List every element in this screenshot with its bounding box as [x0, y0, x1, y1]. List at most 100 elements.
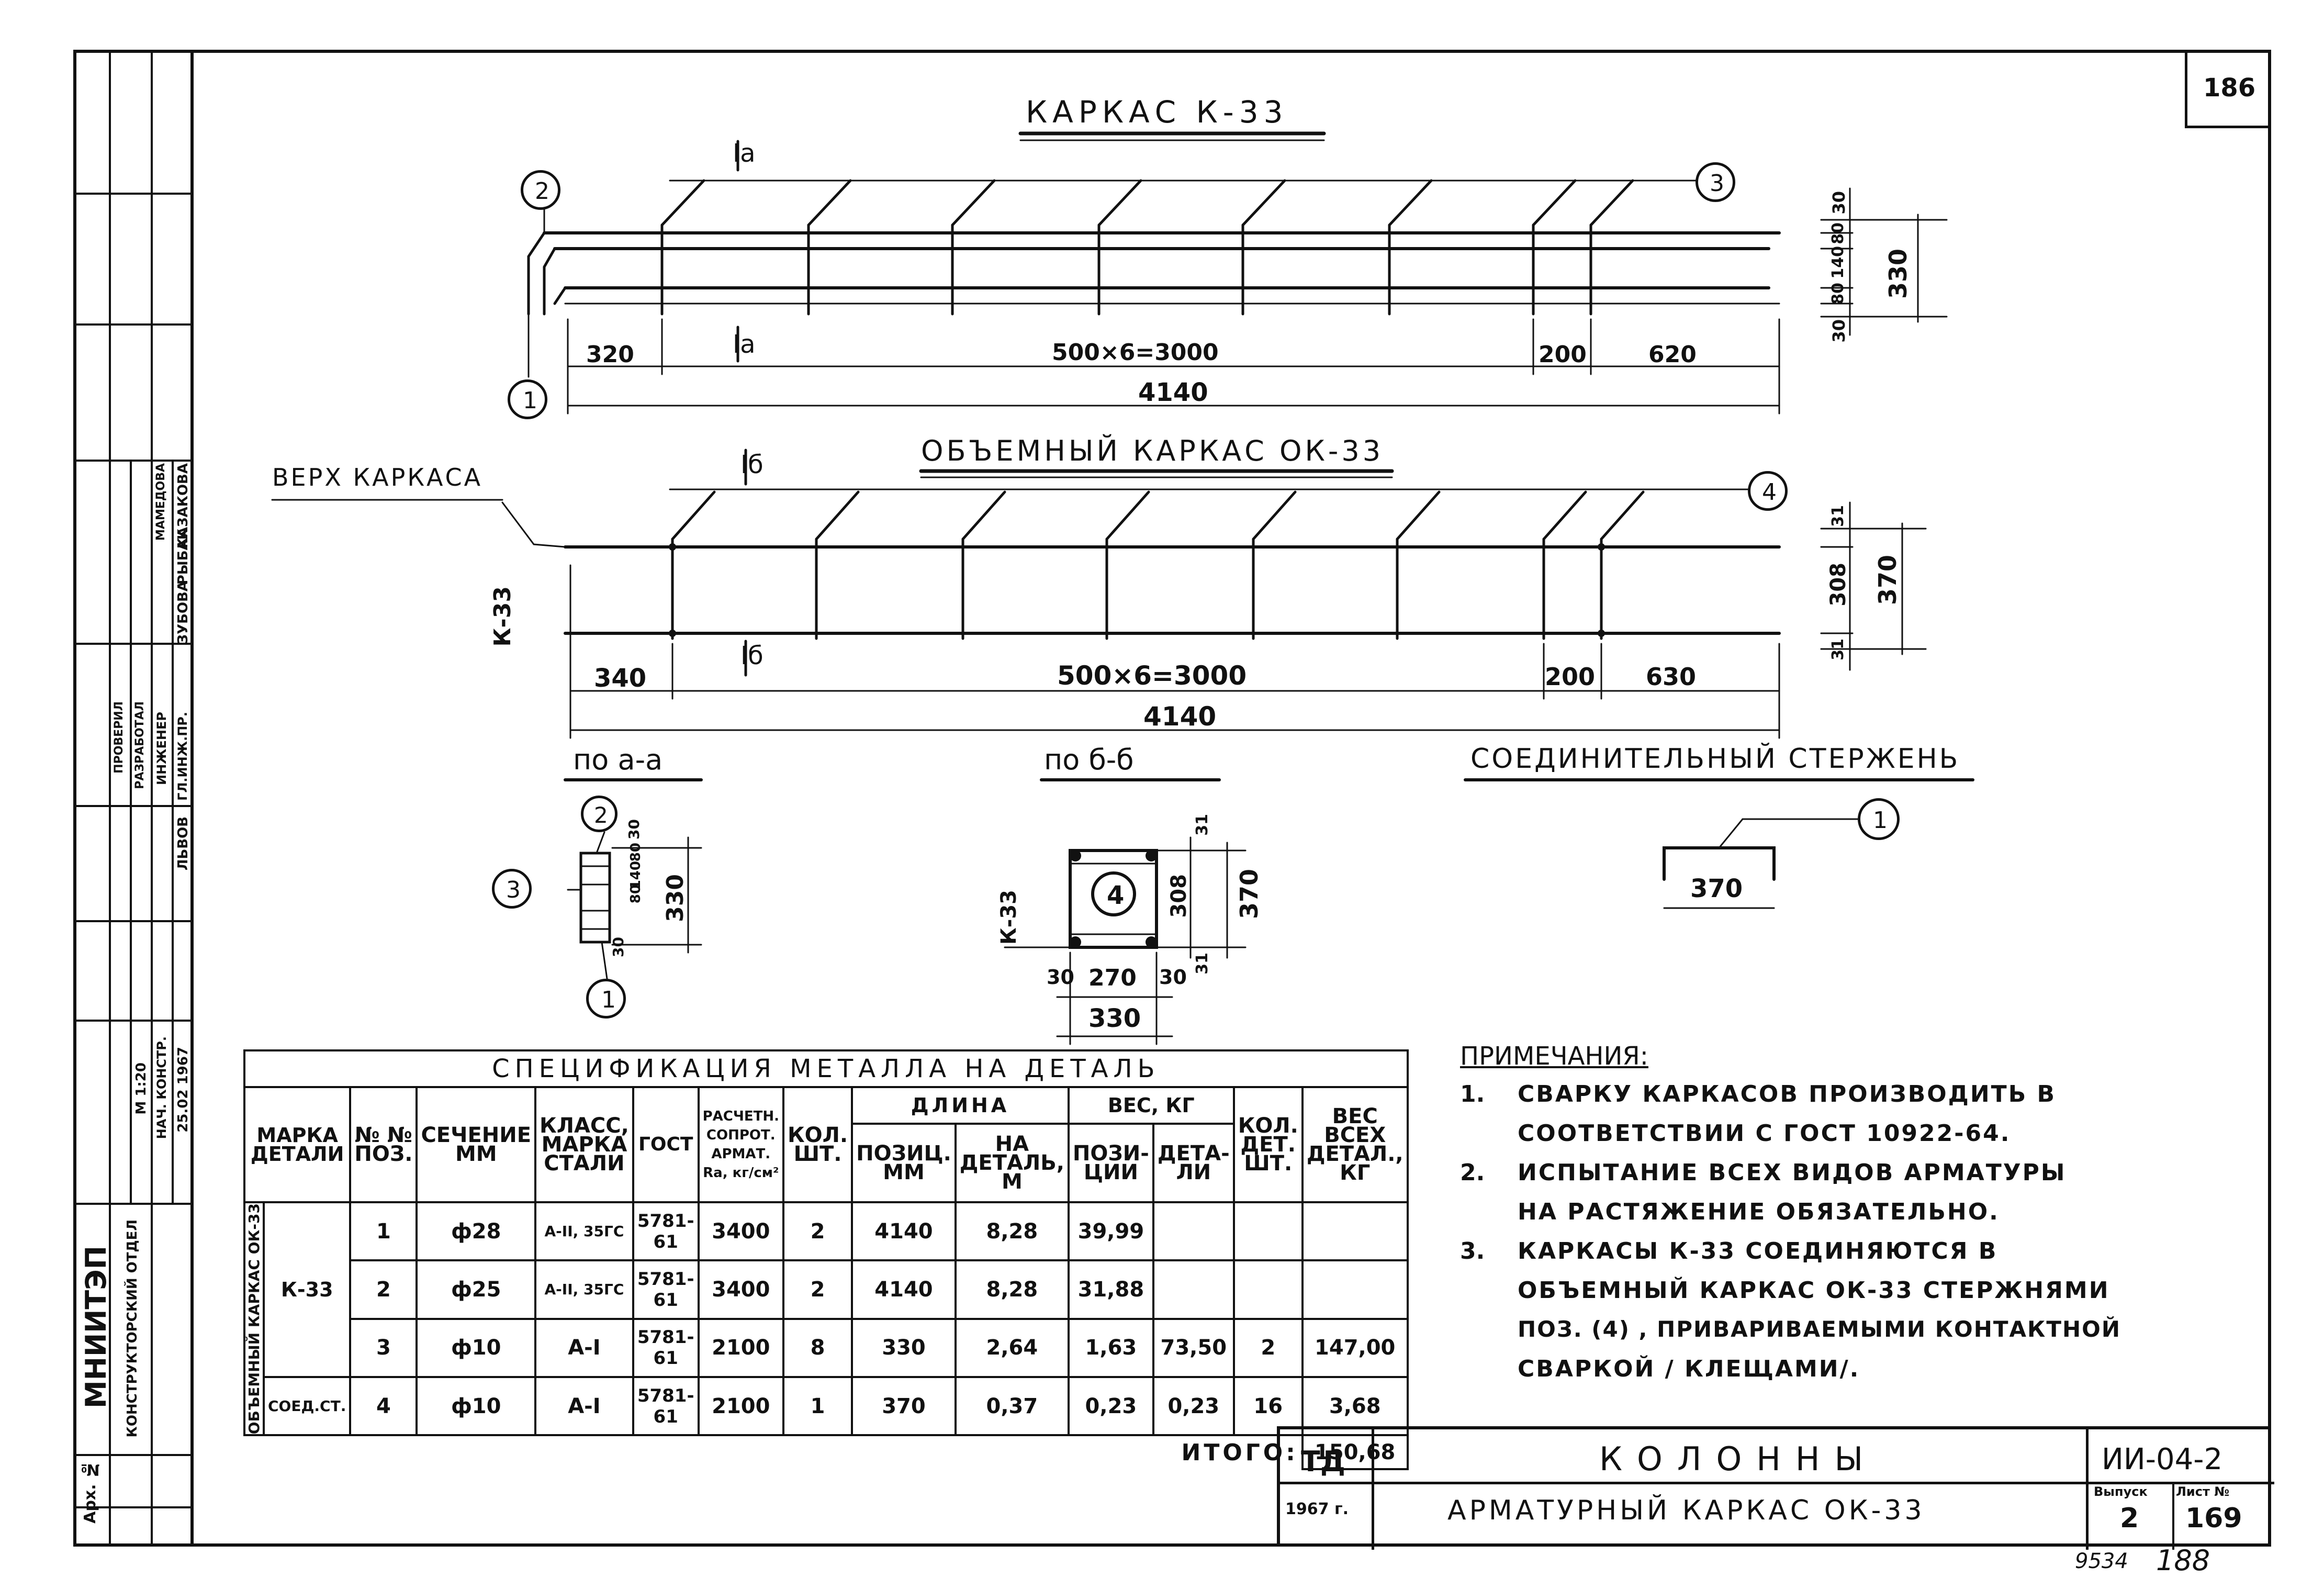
hdr-w-pos: ПОЗИ- ЦИИ: [1067, 1123, 1154, 1203]
rdim-80-b: 80: [1829, 283, 1847, 305]
tb-org: ТД: [1301, 1445, 1345, 1478]
rdim2-31-bottom: 31: [1829, 639, 1847, 661]
section-bb-title: по б-б: [1044, 743, 1134, 776]
hdr-gost: ГОСТ: [632, 1086, 700, 1203]
spec-table-title: СПЕЦИФИКАЦИЯ МЕТАЛЛА НА ДЕТАЛЬ: [243, 1049, 1409, 1088]
label-k33-side: К-33: [489, 586, 516, 647]
note-1-num: 1.: [1460, 1081, 1485, 1107]
group-label: ОБЪЕМНЫЙ КАРКАС ОК-33: [245, 1203, 263, 1435]
hdr-total: ВЕС ВСЕХ ДЕТАЛ., КГ: [1301, 1086, 1409, 1203]
spec-table: СПЕЦИФИКАЦИЯ МЕТАЛЛА НА ДЕТАЛЬ МАРКА ДЕТ…: [243, 1049, 1409, 1471]
left-margin-strip: [73, 50, 194, 1547]
dim2-340: 340: [594, 664, 647, 693]
page-number: 186: [2203, 73, 2256, 103]
dim2-630: 630: [1646, 663, 1697, 691]
table-row: 3 ф10 А-I 5781-61 2100 8 330 2,64 1,63 7…: [244, 1317, 1409, 1378]
saa-dim-140: 140: [628, 861, 644, 890]
tb-issue-label: Выпуск: [2094, 1484, 2148, 1499]
note-1-line-1: СВАРКУ КАРКАСОВ ПРОИЗВОДИТЬ В: [1518, 1081, 2057, 1107]
hdr-section: СЕЧЕНИЕ ММ: [416, 1086, 537, 1203]
itogo-label: ИТОГО:: [244, 1434, 1304, 1470]
dim-200: 200: [1539, 341, 1587, 368]
callout-2-drawing1: 2: [521, 170, 560, 210]
sbb-dim-31-top: 31: [1193, 814, 1211, 836]
drawing2-title: ОБЪЕМНЫЙ КАРКАС ОК-33: [921, 434, 1384, 467]
hdr-det-qty: КОЛ. ДЕТ. ШТ.: [1232, 1086, 1304, 1203]
tb-sheet: 169: [2185, 1503, 2242, 1534]
notes-title: ПРИМЕЧАНИЯ:: [1460, 1042, 1648, 1071]
note-2-num: 2.: [1460, 1159, 1485, 1186]
rdim-30-bottom: 30: [1829, 319, 1849, 343]
rdim-30-top: 30: [1829, 191, 1849, 215]
hdr-w-det: ДЕТА- ЛИ: [1152, 1123, 1235, 1203]
sbb-dim-30-left: 30: [1047, 966, 1074, 989]
tb-name: КОЛОННЫ: [1599, 1440, 1878, 1478]
callout-4-drawing2: 4: [1748, 471, 1788, 511]
bottom-number-b: 188: [2156, 1544, 2210, 1577]
hdr-qty: КОЛ. ШТ.: [782, 1086, 854, 1203]
saa-dim-30-top: 30: [625, 819, 643, 840]
note-3-line-1: КАРКАСЫ К-33 СОЕДИНЯЮТСЯ В: [1518, 1238, 1998, 1265]
callout-4-section-bb: 4: [1091, 871, 1136, 916]
saa-dim-30-bottom: 30: [610, 937, 627, 957]
saa-dim-330: 330: [662, 874, 689, 922]
hdr-klass: КЛАСС, МАРКА СТАЛИ: [534, 1086, 634, 1203]
rdim2-31-top: 31: [1829, 505, 1847, 527]
hdr-len-det: НА ДЕТАЛЬ, М: [954, 1123, 1070, 1203]
sbb-dim-308: 308: [1167, 874, 1191, 918]
dim-320: 320: [586, 341, 634, 368]
callout-1-connector: 1: [1858, 798, 1900, 840]
itogo-row: ИТОГО: 150,68: [244, 1434, 1409, 1471]
section-mark-b-top: Iб: [740, 450, 764, 479]
rdim-330: 330: [1884, 249, 1912, 299]
saa-dim-80b: 80: [628, 843, 644, 862]
hdr-length: ДЛИНА: [851, 1086, 1070, 1125]
rdim2-370: 370: [1873, 555, 1902, 606]
bottom-number-a: 9534: [2075, 1549, 2128, 1573]
hdr-pos: № № ПОЗ.: [349, 1086, 418, 1203]
hdr-resist: РАСЧЕТН. СОПРОТ. АРМАТ. Ra, кг/см²: [697, 1086, 784, 1203]
dim-620: 620: [1648, 341, 1697, 368]
note-3-line-4: СВАРКОЙ / КЛЕЩАМИ/.: [1518, 1356, 1860, 1382]
tb-code: ИИ-04-2: [2102, 1442, 2223, 1476]
note-1-line-2: СООТВЕТСТВИИ С ГОСТ 10922-64.: [1518, 1120, 2011, 1147]
sub-conn: СОЕД.СТ.: [262, 1375, 352, 1437]
rdim-80-a: 80: [1829, 222, 1847, 244]
rdim-140: 140: [1829, 246, 1847, 279]
section-mark-b-bottom: Iб: [740, 641, 764, 670]
section-aa-title: по а-а: [573, 743, 663, 776]
callout-3-section-aa: 3: [492, 869, 532, 909]
title-block: ТД 1967 г. КОЛОННЫ АРМАТУРНЫЙ КАРКАС ОК-…: [1277, 1426, 2274, 1550]
dim-4140: 4140: [1138, 378, 1208, 407]
section-mark-a-top: Iа: [733, 139, 756, 168]
table-row: СОЕД.СТ. 4 ф10 А-I 5781-61 2100 1 370 0,…: [244, 1375, 1409, 1437]
label-verh-karkasa: ВЕРХ КАРКАСА: [272, 463, 483, 491]
dim-3000: 500×6=3000: [1052, 339, 1219, 366]
sbb-dim-270: 270: [1088, 965, 1137, 991]
callout-1-section-aa: 1: [586, 979, 626, 1019]
sbb-side-label: К-33: [997, 890, 1021, 945]
note-2-line-1: ИСПЫТАНИЕ ВСЕХ ВИДОВ АРМАТУРЫ: [1518, 1159, 2067, 1186]
note-2-line-2: НА РАСТЯЖЕНИЕ ОБЯЗАТЕЛЬНО.: [1518, 1199, 2000, 1225]
section-mark-a-bottom: Iа: [733, 330, 756, 359]
hdr-marka: МАРКА ДЕТАЛИ: [243, 1086, 352, 1203]
dim2-3000: 500×6=3000: [1057, 661, 1247, 691]
rdim2-308: 308: [1826, 563, 1850, 607]
itogo-value: 150,68: [1301, 1434, 1409, 1471]
table-row: ОБЪЕМНЫЙ КАРКАС ОК-33 К-33 1 ф28 А-II, 3…: [243, 1201, 1409, 1437]
note-3-line-2: ОБЪЕМНЫЙ КАРКАС ОК-33 СТЕРЖНЯМИ: [1518, 1277, 2110, 1304]
sbb-dim-31-bottom: 31: [1193, 953, 1211, 975]
note-3-num: 3.: [1460, 1238, 1485, 1265]
drawing1-title: КАРКАС К-33: [1026, 94, 1288, 130]
dim2-200: 200: [1545, 663, 1596, 691]
sbb-dim-330: 330: [1088, 1004, 1141, 1033]
connector-dim-370: 370: [1690, 874, 1743, 903]
callout-3-drawing1: 3: [1696, 162, 1735, 202]
sbb-dim-370: 370: [1235, 869, 1263, 920]
hdr-len-pos: ПОЗИЦ. ММ: [851, 1123, 957, 1203]
sbb-dim-30-right: 30: [1159, 966, 1187, 989]
table-row: 2 ф25 А-II, 35ГС 5781-61 3400 2 4140 8,2…: [244, 1259, 1409, 1320]
page-number-box: 186: [2185, 52, 2271, 128]
